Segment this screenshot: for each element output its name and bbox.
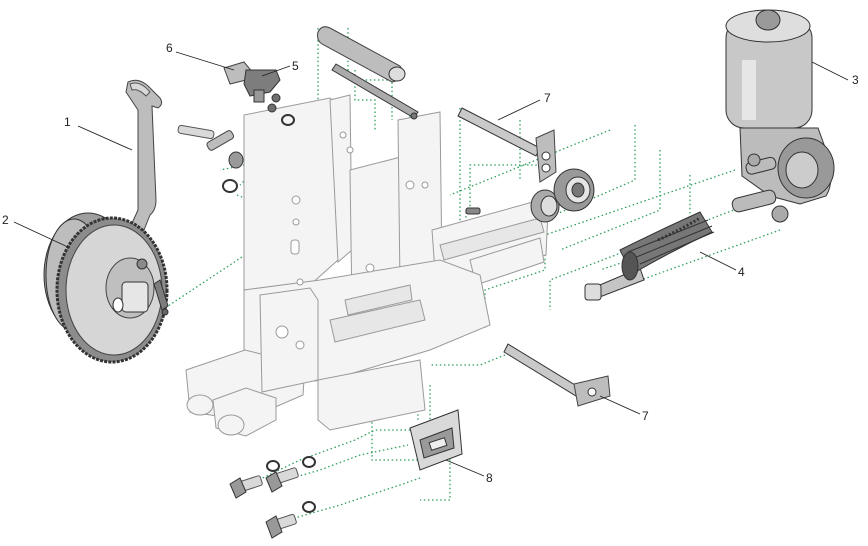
callout-7b: 7 [642,409,649,423]
chassis-frame [185,94,549,437]
part-lever-arm [125,79,163,241]
part-small-bracket [223,61,295,126]
callouts: 1 2 3 4 5 6 7 7 8 [2,41,859,485]
callout-5: 5 [292,59,299,73]
callout-3: 3 [852,73,859,87]
leader-line-7b [599,395,641,415]
callout-8: 8 [486,471,493,485]
leader-line-1 [77,125,133,151]
leader-line-6 [175,51,235,71]
callout-2: 2 [2,213,9,227]
part-bearings [465,168,595,223]
part-top-tube [317,26,419,120]
part-motor [725,9,835,223]
callout-1: 1 [64,115,71,129]
callout-6: 6 [166,41,173,55]
callout-7a: 7 [544,91,551,105]
leader-line-8 [445,459,485,477]
part-clip-plate [409,409,463,471]
part-worm-shaft [584,211,715,301]
leader-line-3 [811,61,849,81]
part-rod-upper [457,107,557,183]
leader-line-5 [261,65,291,77]
part-gear-wheel [43,212,169,364]
part-pins-left [177,124,244,193]
leader-line-4 [699,251,737,271]
part-bolts-bottom [229,456,316,539]
part-rod-lower [503,343,611,407]
leader-line-2 [13,221,71,249]
leader-line-7a [497,99,541,121]
callout-4: 4 [738,265,745,279]
